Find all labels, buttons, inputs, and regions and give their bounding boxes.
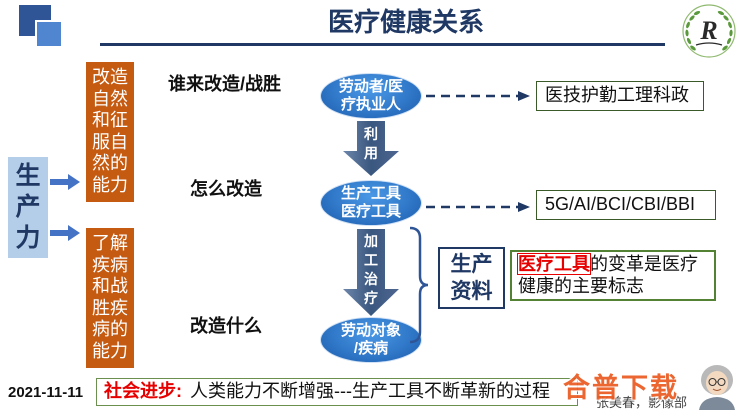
down-arrow-icon [343, 229, 399, 316]
ability-disease-box: 了解疾病和战胜疾病的能力 [86, 228, 134, 368]
upper-arrow-head [68, 174, 80, 190]
node-workers-line-1: 劳动者/医 [338, 78, 404, 95]
node-tools-line-2: 医疗工具 [340, 203, 401, 220]
logo-swoosh [695, 42, 723, 46]
means-of-production-box: 生产资料 [438, 247, 505, 309]
conclusion-line-2: 健康的主要标志 [518, 276, 644, 296]
slide-date: 2021-11-11 [8, 384, 84, 401]
productivity-label: 生产力 [15, 162, 41, 252]
presenter-name: 张美春，影像部 [596, 395, 688, 410]
lower-arrow-head [68, 225, 80, 241]
node-tools: 生产工具 医疗工具 [320, 180, 422, 226]
curly-brace-icon [409, 226, 429, 344]
node-tools-line-1: 生产工具 [340, 185, 401, 202]
node-workers-line-2: 疗执业人 [340, 96, 401, 113]
conclusion-box: 医疗工具的变革是医疗 健康的主要标志 [510, 250, 716, 301]
logo-letter: R [699, 16, 717, 45]
footer-summary-box: 社会进步: 人类能力不断增强---生产工具不断革新的过程 [96, 378, 578, 406]
example-tech-box: 5G/AI/BCI/CBI/BBI [536, 190, 716, 220]
corner-square-light [35, 20, 63, 48]
conclusion-highlight: 医疗工具 [517, 253, 591, 275]
dashed-arrow-head [518, 202, 530, 212]
slide-title: 医疗健康关系 [327, 7, 484, 37]
flow-arrow-use-shape [343, 121, 399, 176]
means-of-production-label: 生产资料 [450, 253, 493, 303]
upper-arrow-shaft [50, 179, 70, 185]
dashed-right-arrow-icon [426, 91, 530, 101]
lower-arrow-shaft [50, 230, 70, 236]
ability-nature-box: 改造自然和征服自然的能力 [86, 62, 134, 202]
watermark: 合普下载 [563, 373, 679, 403]
flow-label-treat-text: 加工治疗 [363, 233, 378, 306]
dashed-right-arrow-icon [426, 202, 530, 212]
ability-nature-text: 改造自然和征服自然的能力 [92, 67, 128, 195]
avatar-face [706, 371, 728, 395]
avatar-mouth [712, 388, 722, 391]
footer-statement: 人类能力不断增强---生产工具不断革新的过程 [190, 381, 550, 401]
conclusion-line-1-rest: 的变革是医疗 [590, 254, 698, 274]
ability-disease-text: 了解疾病和战胜疾病的能力 [92, 233, 128, 361]
question-what: 改造什么 [190, 316, 262, 336]
example-staff-box: 医技护勤工理科政 [536, 81, 704, 111]
logo-ring [682, 4, 736, 58]
flow-label-use: 利用 [343, 125, 399, 163]
flow-label-treat: 加工治疗 [343, 232, 399, 308]
node-objects-line-2: /疾病 [353, 340, 389, 357]
title-underline [100, 43, 665, 46]
avatar-body [699, 397, 735, 410]
down-arrow-icon [343, 121, 399, 176]
question-who: 谁来改造/战胜 [168, 74, 282, 94]
conclusion-line-1: 医疗工具的变革是医疗 [517, 253, 714, 275]
node-objects-line-1: 劳动对象 [340, 322, 401, 339]
right-arrow-icon [50, 174, 80, 241]
dashed-arrow-head [518, 91, 530, 101]
presenter-avatar [699, 365, 735, 410]
node-workers: 劳动者/医 疗执业人 [320, 73, 422, 119]
logo: R [682, 4, 736, 58]
footer-label: 社会进步: [104, 381, 182, 401]
productivity-box: 生产力 [8, 157, 48, 258]
question-how: 怎么改造 [190, 179, 262, 199]
flow-label-use-text: 利用 [363, 126, 378, 161]
logo-laurel [685, 10, 733, 51]
curly-brace-path [409, 226, 429, 344]
flow-arrow-treat-shape [343, 229, 399, 316]
node-objects: 劳动对象 /疾病 [320, 317, 422, 363]
